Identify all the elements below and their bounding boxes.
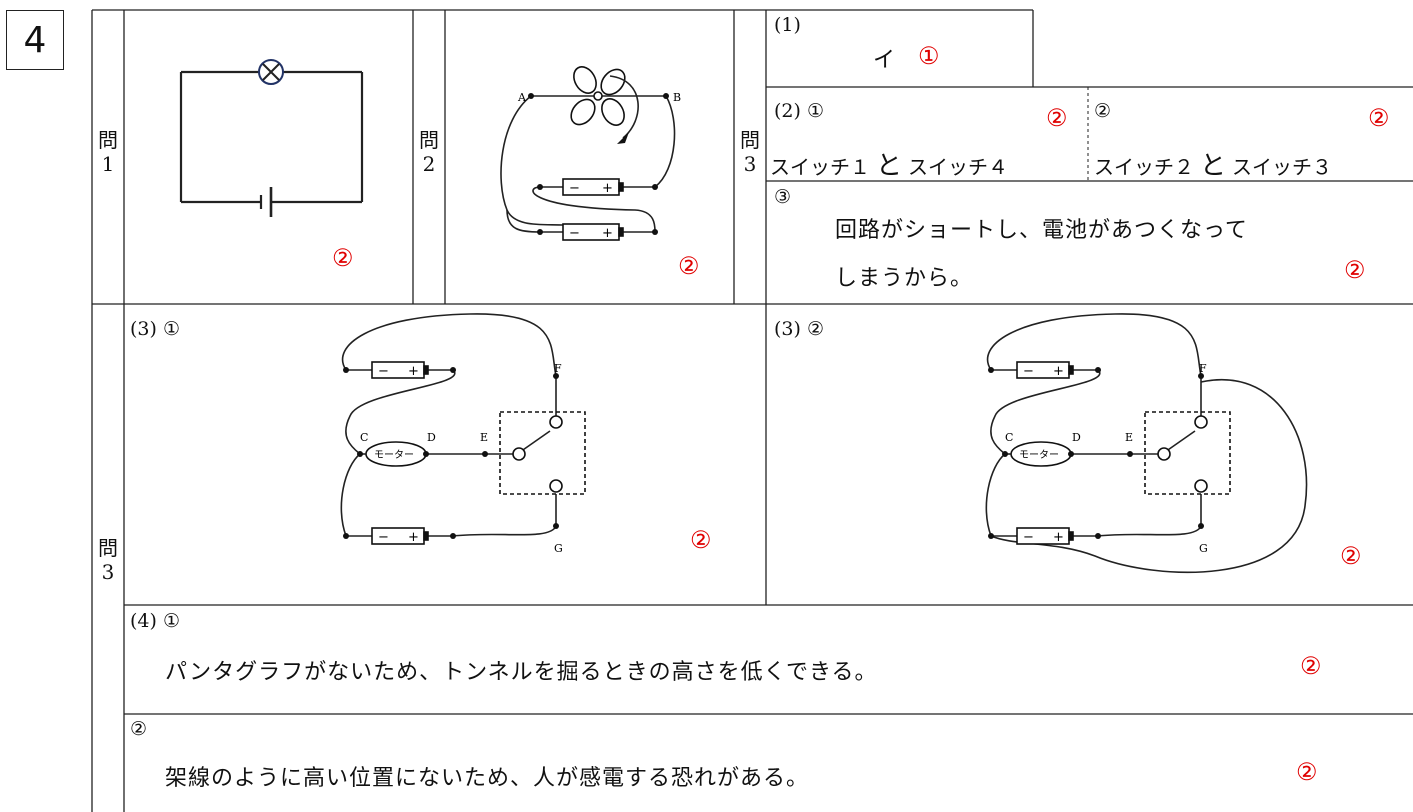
battery-minus-label: −	[378, 364, 389, 379]
p32-switch-circuit-diagram: − + − + モーター C D E F G	[985, 313, 1308, 573]
battery-plus-label: +	[1053, 530, 1064, 545]
point-c-label: C	[1005, 431, 1013, 444]
point-e-label: E	[480, 431, 488, 444]
motor-label: モーター	[374, 449, 414, 461]
point-g-label: G	[554, 542, 563, 555]
p32-label: (3) ②	[774, 318, 824, 340]
battery-plus-label: +	[602, 226, 613, 241]
point-a-label: A	[517, 91, 527, 104]
p32-score: ②	[1340, 542, 1362, 570]
p42-label: ②	[130, 718, 148, 740]
p1-answer: イ	[873, 48, 897, 73]
point-c-label: C	[360, 431, 368, 444]
p41-answer: パンタグラフがないため、トンネルを掘るときの高さを低くできる。	[165, 660, 878, 685]
battery-plus-label: +	[408, 364, 419, 379]
p2-label2: ②	[1094, 100, 1112, 122]
battery-plus-label: +	[1053, 364, 1064, 379]
point-f-label: F	[554, 362, 562, 375]
p42-score: ②	[1296, 758, 1318, 786]
q1-score: ②	[332, 244, 354, 272]
battery-minus-label: −	[1023, 530, 1034, 545]
p41-score: ②	[1300, 652, 1322, 680]
section-number: 4	[6, 10, 64, 70]
q1-circuit-diagram	[179, 59, 364, 217]
p31-score: ②	[690, 526, 712, 554]
battery-plus-label: +	[408, 530, 419, 545]
p3-score: ②	[1344, 256, 1366, 284]
q2-fan-circuit-diagram: A B − + − +	[500, 66, 681, 241]
p31-label: (3) ①	[130, 318, 180, 340]
point-b-label: B	[673, 91, 681, 104]
p2-score1: ②	[1046, 104, 1068, 132]
point-g-label: G	[1199, 542, 1208, 555]
motor-label: モーター	[1019, 449, 1059, 461]
lamp-symbol-icon	[258, 59, 284, 85]
point-d-label: D	[1072, 431, 1081, 444]
battery-minus-label: −	[378, 530, 389, 545]
p1-score: ①	[918, 42, 940, 70]
p31-switch-circuit-diagram: − + − + モーター C D E F G	[340, 313, 586, 555]
battery-plus-label: +	[602, 181, 613, 196]
p42-answer: 架線のように高い位置にないため、人が感電する恐れがある。	[165, 766, 810, 791]
p3-answer-line1: 回路がショートし、電池があつくなって	[835, 218, 1248, 243]
battery-minus-label: −	[1023, 364, 1034, 379]
p1-label: (1)	[774, 14, 801, 36]
p3-answer-line2: しまうから。	[835, 266, 974, 291]
p3-label: ③	[774, 186, 792, 208]
p2-score2: ②	[1368, 104, 1390, 132]
point-d-label: D	[427, 431, 436, 444]
q1-label: 問 1	[98, 128, 118, 176]
point-f-label: F	[1199, 362, 1207, 375]
battery-minus-label: −	[569, 226, 580, 241]
q3-left-label: 問 3	[98, 536, 118, 584]
p2-label: (2) ①	[774, 100, 824, 122]
q2-label: 問 2	[419, 128, 439, 176]
p41-label: (4) ①	[130, 610, 180, 632]
battery-minus-label: −	[569, 181, 580, 196]
point-e-label: E	[1125, 431, 1133, 444]
q3-top-label: 問 3	[740, 128, 760, 176]
q2-score: ②	[678, 252, 700, 280]
